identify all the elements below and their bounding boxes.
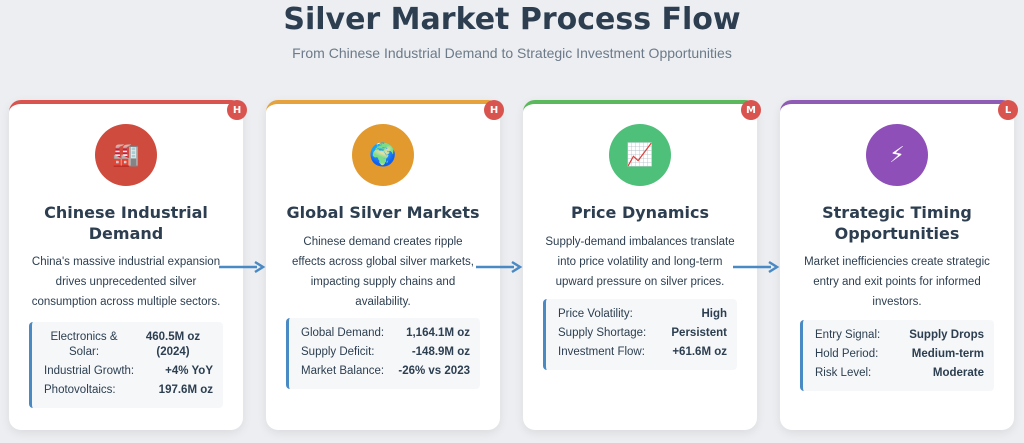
flow-arrow-icon: [219, 260, 266, 274]
card-description: Supply-demand imbalances translate into …: [545, 236, 735, 288]
card-title: Strategic Timing Opportunities: [822, 203, 972, 243]
card-description: China's massive industrial expansion dri…: [31, 256, 221, 308]
stat-value: -148.9M oz: [411, 346, 470, 358]
priority-badge: M: [741, 100, 761, 120]
stat-row: Entry Signal: Supply Drops: [815, 328, 984, 343]
card-title: Global Silver Markets: [286, 203, 480, 222]
card-description: Market inefficiencies create strategic e…: [804, 256, 990, 308]
stat-label: Global Demand:: [301, 327, 385, 339]
stat-row: Supply Deficit: -148.9M oz: [301, 345, 470, 360]
stat-value: 1,164.1M oz: [406, 327, 470, 339]
stat-value: High: [701, 308, 727, 320]
priority-badge: H: [484, 100, 504, 120]
stat-value: -26% vs 2023: [398, 365, 470, 377]
stat-row: Risk Level: Moderate: [815, 366, 984, 381]
chart-up-icon: 📈: [609, 124, 671, 186]
stats-box: Electronics & Solar: 460.5M oz (2024) In…: [29, 322, 223, 408]
stat-value: Supply Drops: [909, 329, 984, 341]
stat-row: Market Balance: -26% vs 2023: [301, 364, 470, 379]
stat-row: Industrial Growth: +4% YoY: [44, 364, 213, 379]
stat-value: +61.6M oz: [672, 346, 727, 358]
stat-value: Medium-term: [911, 348, 984, 360]
stat-value: 197.6M oz: [158, 384, 213, 396]
stat-label: Risk Level:: [815, 367, 872, 379]
stats-box: Entry Signal: Supply Drops Hold Period: …: [800, 320, 994, 391]
card-title: Price Dynamics: [570, 203, 710, 222]
factory-icon: 🏭: [95, 124, 157, 186]
process-card-chinese-demand: H 🏭 Chinese Industrial Demand China's ma…: [9, 100, 247, 430]
stat-row: Electronics & Solar: 460.5M oz (2024): [44, 330, 213, 360]
process-card-strategic-timing: L ⚡ Strategic Timing Opportunities Marke…: [780, 100, 1018, 430]
page-subtitle: From Chinese Industrial Demand to Strate…: [292, 45, 732, 61]
stat-label: Hold Period:: [815, 348, 879, 360]
stat-label: Investment Flow:: [558, 346, 645, 358]
stats-box: Global Demand: 1,164.1M oz Supply Defici…: [286, 318, 480, 389]
card-title: Chinese Industrial Demand: [44, 203, 208, 243]
stat-row: Investment Flow: +61.6M oz: [558, 345, 727, 360]
stat-label: Entry Signal:: [815, 329, 881, 341]
stat-label: Price Volatility:: [558, 308, 633, 320]
stat-label: Market Balance:: [301, 365, 385, 377]
stat-label: Supply Shortage:: [558, 327, 647, 339]
lightning-icon: ⚡: [866, 124, 928, 186]
priority-badge: H: [227, 100, 247, 120]
globe-icon: 🌍: [352, 124, 414, 186]
stat-label: Supply Deficit:: [301, 346, 375, 358]
page-title: Silver Market Process Flow: [283, 2, 741, 37]
stats-box: Price Volatility: High Supply Shortage: …: [543, 299, 737, 370]
flow-arrow-icon: [476, 260, 523, 274]
stat-row: Photovoltaics: 197.6M oz: [44, 383, 213, 398]
stat-row: Global Demand: 1,164.1M oz: [301, 326, 470, 341]
flow-arrow-icon: [733, 260, 780, 274]
stat-value: Persistent: [671, 327, 727, 339]
stat-label: Industrial Growth:: [44, 365, 135, 377]
stat-label: Electronics & Solar:: [50, 331, 118, 358]
stat-row: Price Volatility: High: [558, 307, 727, 322]
stat-label: Photovoltaics:: [44, 384, 116, 396]
stat-row: Hold Period: Medium-term: [815, 347, 984, 362]
stat-value: +4% YoY: [165, 365, 213, 377]
priority-badge: L: [998, 100, 1018, 120]
stat-value: 460.5M oz (2024): [145, 331, 201, 358]
stat-value: Moderate: [932, 367, 984, 379]
process-card-global-markets: H 🌍 Global Silver Markets Chinese demand…: [266, 100, 504, 430]
card-description: Chinese demand creates ripple effects ac…: [292, 236, 474, 308]
stat-row: Supply Shortage: Persistent: [558, 326, 727, 341]
process-card-price-dynamics: M 📈 Price Dynamics Supply-demand imbalan…: [523, 100, 761, 430]
